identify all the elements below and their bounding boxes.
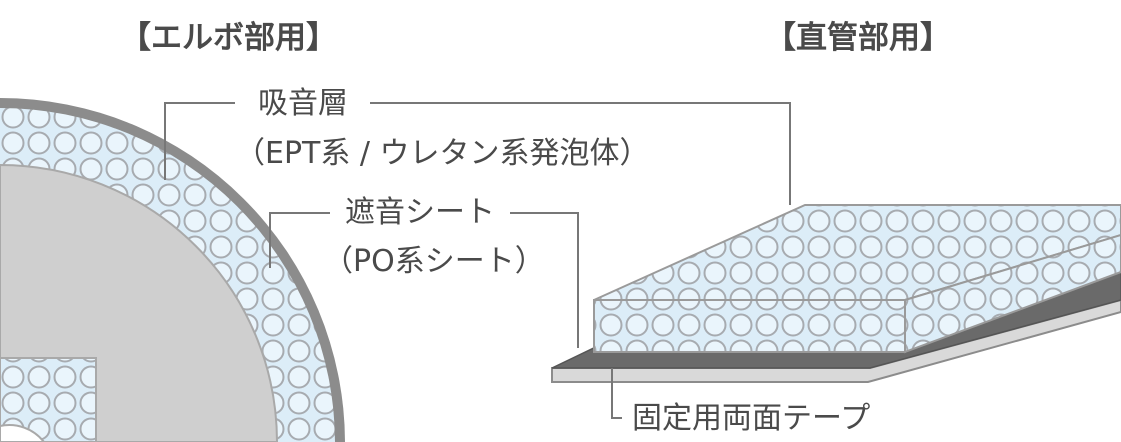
barrier-sheet-title: 遮音シート [345,195,495,230]
absorb-layer-title: 吸音層 [258,86,348,121]
straight-heading: 【直管部用】 [765,20,951,56]
barrier-leader-line-right [510,212,579,348]
absorb-leader-line-right [370,102,791,205]
barrier-sheet-detail: （PO系シート） [323,244,545,279]
elbow-heading: 【エルボ部用】 [120,20,337,56]
straight-foam-side [904,233,1121,354]
straight-section [551,204,1121,383]
elbow-section [0,98,345,442]
absorb-layer-detail: （EPT系 / ウレタン系発泡体） [235,136,650,171]
absorb-leader-line [164,102,235,180]
barrier-leader-line [269,212,330,268]
straight-foam-front [593,299,906,353]
tape-leader-line [611,368,622,419]
tape-label: 固定用両面テープ [632,401,870,436]
